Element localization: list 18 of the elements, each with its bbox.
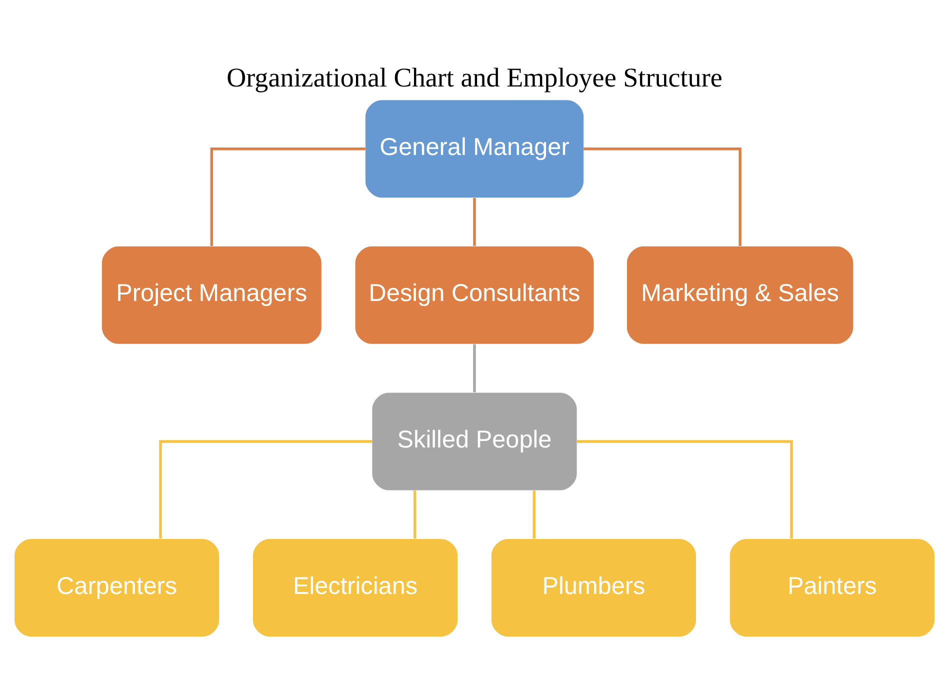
node-box: Skilled People bbox=[372, 392, 576, 490]
node-box: Project Managers bbox=[101, 246, 321, 344]
node-box: General Manager bbox=[364, 100, 584, 198]
connector bbox=[472, 344, 476, 392]
connector bbox=[210, 147, 365, 246]
connector bbox=[576, 440, 792, 539]
connector bbox=[158, 440, 372, 539]
node-box: Design Consultants bbox=[354, 246, 594, 344]
node-box: Painters bbox=[729, 539, 934, 637]
diagram-title: Organizational Chart and Employee Structure bbox=[226, 62, 722, 93]
connector bbox=[583, 147, 741, 246]
node-box: Electricians bbox=[252, 539, 458, 637]
node-box: Carpenters bbox=[14, 539, 219, 637]
node-box: Plumbers bbox=[490, 539, 696, 637]
node-box: Marketing & Sales bbox=[626, 246, 853, 344]
connector bbox=[413, 490, 416, 539]
connector bbox=[472, 198, 476, 246]
connector bbox=[532, 490, 535, 539]
